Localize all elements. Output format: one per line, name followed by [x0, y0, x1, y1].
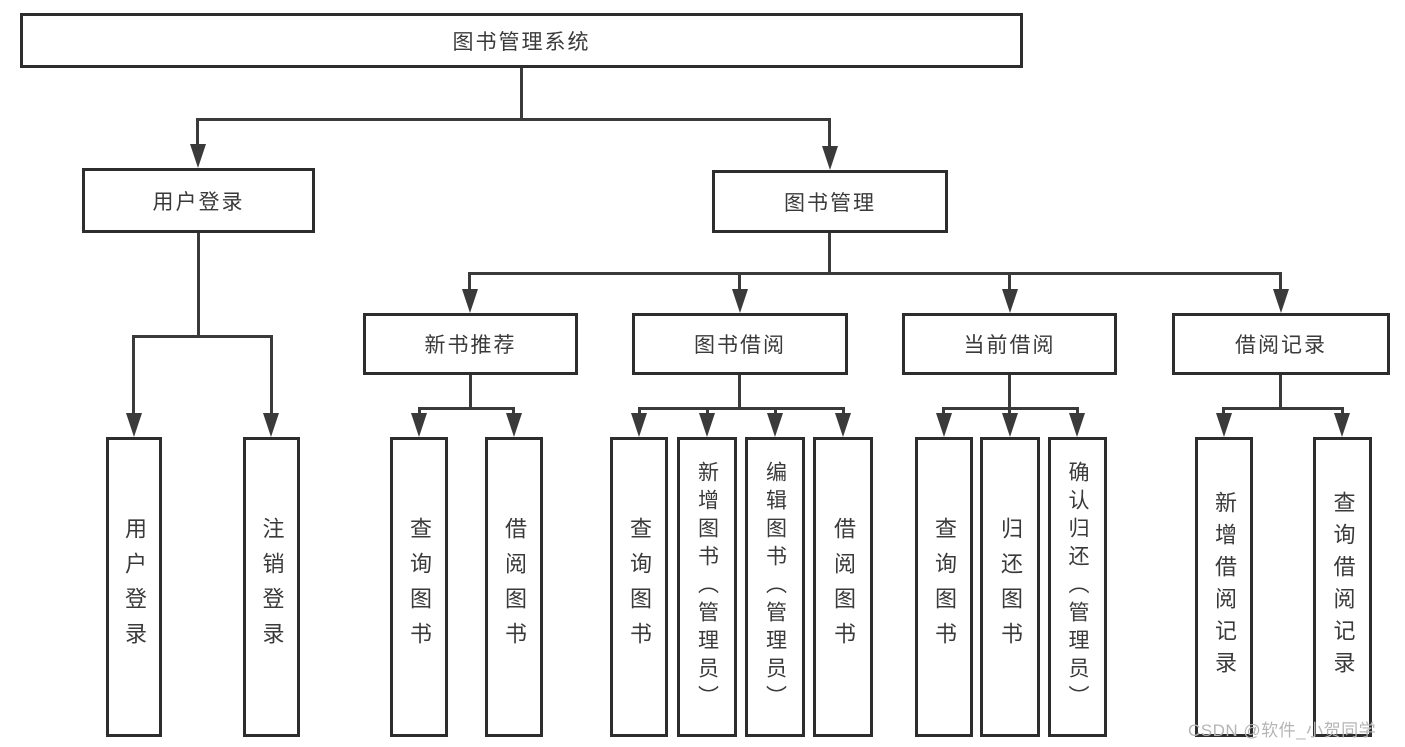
node-borrow-records: 借阅记录: [1172, 313, 1390, 375]
edge-user-login-stem: [197, 233, 200, 337]
node-new-book-recommend: 新书推荐: [363, 313, 578, 375]
edge-drop-cb-confirm: [1076, 407, 1079, 417]
edge-drop-bb-edit: [774, 407, 777, 417]
leaf-cb-query-books: 查询图书: [915, 437, 973, 737]
edge-drop-user-login: [196, 118, 199, 146]
edge-current-borrow-stem: [1008, 375, 1011, 410]
edge-root-bar: [196, 118, 831, 121]
leaf-cb-return-books: 归还图书: [980, 437, 1040, 737]
edge-drop-login: [132, 335, 135, 417]
node-label: 当前借阅: [963, 334, 1056, 357]
edge-drop-br-add: [1222, 407, 1225, 417]
node-user-login: 用户登录: [82, 168, 315, 233]
node-label: 确认归还（管理员）: [1066, 461, 1089, 713]
arrowhead-bb-add: [699, 413, 715, 437]
node-label: 借阅记录: [1235, 334, 1327, 357]
node-label: 新增图书（管理员）: [695, 461, 719, 713]
leaf-cb-confirm-return-admin: 确认归还（管理员）: [1048, 437, 1107, 737]
edge-drop-bb-add: [706, 407, 709, 417]
node-label: 用户登录: [122, 517, 147, 657]
arrowhead-new-book-recommend: [462, 289, 478, 313]
node-label: 编辑图书（管理员）: [763, 461, 787, 713]
edge-drop-cb-return: [1008, 407, 1011, 417]
edge-drop-current-borrow: [1008, 272, 1011, 291]
edge-drop-new-book-recommend: [468, 272, 471, 291]
leaf-bb-query-books: 查询图书: [610, 437, 668, 737]
edge-drop-borrow-records: [1279, 272, 1282, 291]
edge-borrow-records-bar: [1222, 407, 1344, 410]
edge-new-book-recommend-bar: [418, 407, 515, 410]
arrowhead-current-borrow: [1002, 289, 1018, 313]
node-label: 借阅图书: [831, 517, 856, 657]
edge-drop-nbr-query: [418, 407, 421, 417]
csdn-watermark: CSDN @软件_小贺同学: [1188, 721, 1377, 740]
edge-drop-logout: [270, 335, 273, 417]
edge-drop-bb-query: [638, 407, 641, 417]
leaf-bb-edit-books-admin: 编辑图书（管理员）: [745, 437, 805, 737]
node-label: 图书管理: [784, 191, 876, 215]
edge-book-management-stem: [828, 233, 831, 274]
node-current-borrow: 当前借阅: [902, 313, 1117, 375]
node-label: 图书借阅: [694, 334, 786, 357]
arrowhead-user-login: [190, 144, 206, 168]
arrowhead-book-borrow: [732, 289, 748, 313]
node-label: 查询图书: [627, 517, 652, 657]
arrowhead-br-query: [1334, 413, 1350, 437]
node-label: 查询图书: [932, 517, 957, 657]
edge-drop-br-query: [1341, 407, 1344, 417]
arrowhead-nbr-borrow: [506, 413, 522, 437]
node-label: 查询图书: [407, 517, 432, 657]
leaf-nbr-query-books: 查询图书: [390, 437, 448, 737]
leaf-bb-borrow-books: 借阅图书: [813, 437, 873, 737]
arrowhead-bb-borrow: [835, 413, 851, 437]
node-label: 新增借阅记录: [1212, 491, 1237, 683]
node-label: 图书管理系统: [452, 30, 591, 54]
leaf-bb-add-books-admin: 新增图书（管理员）: [677, 437, 737, 737]
node-label: 归还图书: [998, 517, 1023, 657]
leaf-login: 用户登录: [106, 437, 162, 737]
node-root: 图书管理系统: [20, 13, 1023, 68]
edge-new-book-recommend-stem: [469, 375, 472, 410]
arrowhead-br-add: [1216, 413, 1232, 437]
node-book-borrow: 图书借阅: [632, 313, 848, 375]
edge-drop-bb-borrow: [842, 407, 845, 417]
leaf-nbr-borrow-books: 借阅图书: [485, 437, 543, 737]
arrowhead-login: [126, 413, 142, 437]
edge-drop-nbr-borrow: [512, 407, 515, 417]
arrowhead-borrow-records: [1273, 289, 1289, 313]
arrowhead-bb-query: [631, 413, 647, 437]
node-label: 新书推荐: [424, 334, 517, 357]
leaf-logout: 注销登录: [243, 437, 300, 737]
node-label: 用户登录: [152, 190, 245, 214]
node-label: 注销登录: [259, 517, 285, 657]
node-label: 借阅图书: [502, 517, 527, 657]
node-label: 查询借阅记录: [1330, 491, 1356, 683]
leaf-br-query-record: 查询借阅记录: [1313, 437, 1372, 737]
leaf-br-add-record: 新增借阅记录: [1195, 437, 1253, 737]
edge-user-login-bar: [132, 335, 273, 338]
node-book-management: 图书管理: [712, 170, 948, 233]
edge-drop-book-management: [828, 118, 831, 150]
arrowhead-bb-edit: [767, 413, 783, 437]
edge-book-borrow-bar: [638, 407, 845, 410]
arrowhead-cb-return: [1002, 413, 1018, 437]
edge-drop-book-borrow: [738, 272, 741, 291]
arrowhead-book-management: [822, 146, 838, 170]
arrowhead-cb-query: [936, 413, 952, 437]
arrowhead-nbr-query: [411, 413, 427, 437]
edge-borrow-records-stem: [1279, 375, 1282, 410]
arrowhead-logout: [263, 413, 279, 437]
edge-book-management-bar: [468, 272, 1282, 275]
edge-drop-cb-query: [942, 407, 945, 417]
edge-book-borrow-stem: [738, 375, 741, 410]
arrowhead-cb-confirm: [1069, 413, 1085, 437]
edge-root-stem: [520, 68, 523, 120]
